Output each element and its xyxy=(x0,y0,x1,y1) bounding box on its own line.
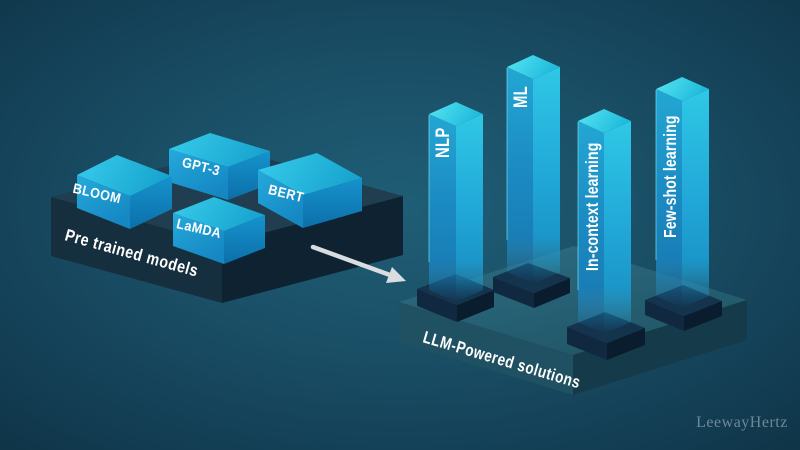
box-top-face xyxy=(169,133,270,167)
pillar-label-in-context: In-context learning xyxy=(582,143,602,271)
pillar-front-face xyxy=(656,89,682,308)
pillar-front-face xyxy=(578,121,604,334)
pillar-top-face xyxy=(578,109,631,133)
pillar-right-face xyxy=(456,114,483,302)
pedestal-front-face xyxy=(493,277,534,308)
pillar-ml xyxy=(506,55,560,284)
pillar-label-ml: ML xyxy=(510,86,531,108)
pillar-right-face xyxy=(682,89,709,308)
pedestal-right-face xyxy=(684,301,722,331)
pedestal-right-face xyxy=(457,290,494,322)
box-front-face xyxy=(169,149,228,200)
right-platform-right-face xyxy=(573,300,747,395)
pillar-few-shot xyxy=(655,77,709,308)
pillar-right-face xyxy=(533,67,560,284)
box-right-face xyxy=(303,178,362,228)
pretrained-platform: BLOOM GPT-3 BERT LaMDA Pre trained model… xyxy=(51,133,403,303)
pillar-front-face xyxy=(507,67,533,284)
model-box-bert xyxy=(258,153,362,228)
box-top-face xyxy=(77,155,172,196)
box-front-face xyxy=(173,213,224,264)
pillar-label-few-shot: Few-shot learning xyxy=(660,115,680,238)
pillar-right-face xyxy=(604,121,631,334)
model-box-bloom xyxy=(77,155,172,229)
box-top-face xyxy=(258,153,362,195)
pillar-in-context xyxy=(577,109,631,334)
pillar-front-face xyxy=(429,114,456,302)
box-top-face xyxy=(173,197,265,231)
pillar-label-nlp: NLP xyxy=(432,127,453,158)
watermark-text: LeewayHertz xyxy=(696,414,788,431)
model-box-lamda xyxy=(173,197,265,264)
pedestal-front-face xyxy=(567,327,607,360)
pedestal-right-face xyxy=(534,278,570,308)
pedestal-front-face xyxy=(417,289,457,322)
solutions-platform: NLP ML In-context learning Few-shot lear… xyxy=(399,55,747,395)
pedestal-front-face xyxy=(645,300,684,331)
transition-arrow-icon xyxy=(310,244,406,283)
pillar-top-face xyxy=(656,77,709,101)
pillar-nlp xyxy=(428,102,483,302)
left-platform-right-face xyxy=(222,196,403,303)
box-front-face xyxy=(77,175,130,229)
pillar-top-face xyxy=(429,102,483,126)
pillar-top-face xyxy=(507,55,560,79)
left-platform-front-face xyxy=(51,197,222,303)
pedestal-right-face xyxy=(607,328,645,360)
box-right-face xyxy=(224,215,265,264)
right-platform-front-face xyxy=(399,302,573,395)
box-right-face xyxy=(130,176,172,229)
box-front-face xyxy=(258,170,303,228)
